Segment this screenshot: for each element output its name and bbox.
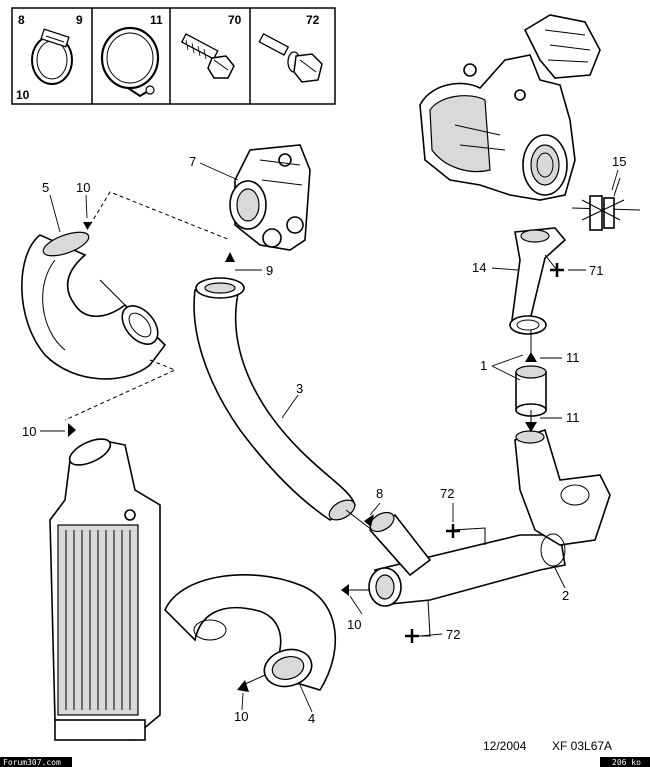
callout-labels: 7 5 10 9 3 10 15 14 71 1 11 11 8 72 2 10… bbox=[22, 154, 626, 726]
callout-11-bottom: 11 bbox=[566, 410, 580, 425]
callout-8: 8 bbox=[376, 486, 383, 501]
nut-bolt-icon bbox=[258, 33, 323, 83]
intercooler bbox=[49, 438, 161, 741]
callout-72-bottom: 72 bbox=[446, 627, 460, 642]
part-14-pipe bbox=[509, 227, 567, 335]
parts-header-table: 8 9 10 11 70 72 bbox=[11, 7, 336, 105]
part-1-sleeve bbox=[515, 365, 547, 417]
screw-icon bbox=[180, 33, 235, 79]
plus-72-bottom bbox=[405, 629, 419, 643]
spring-clamp-icon bbox=[100, 26, 160, 98]
plus-72-top bbox=[446, 524, 460, 538]
header-label-11: 11 bbox=[150, 13, 163, 27]
header-label-72: 72 bbox=[306, 13, 320, 27]
part-5-hose bbox=[21, 231, 167, 380]
callout-9: 9 bbox=[266, 263, 273, 278]
arrow-8 bbox=[364, 514, 374, 527]
watermark-right-bg bbox=[600, 757, 650, 767]
arrow-11-bottom bbox=[525, 422, 537, 432]
watermark-left: Forum307.com bbox=[3, 758, 61, 767]
arrow-10-mid bbox=[341, 584, 349, 596]
footer-date: 12/2004 bbox=[483, 739, 527, 753]
arrow-10-top bbox=[83, 222, 92, 230]
header-label-8: 8 bbox=[18, 13, 25, 27]
leader-lines bbox=[40, 162, 619, 713]
part-15-bracket bbox=[571, 177, 641, 231]
arrow-markers bbox=[68, 222, 564, 692]
footer-ref: XF 03L67A bbox=[552, 739, 612, 753]
plus-71 bbox=[550, 263, 564, 277]
callout-7: 7 bbox=[189, 154, 196, 169]
footer: 12/2004 XF 03L67A Forum307.com 206 ko bbox=[0, 739, 650, 767]
header-label-10: 10 bbox=[16, 88, 30, 102]
callout-71: 71 bbox=[589, 263, 603, 278]
worm-clamp-icon bbox=[31, 28, 73, 85]
callout-3: 3 bbox=[296, 381, 303, 396]
part-7-throttle-body bbox=[229, 144, 311, 251]
callout-72-top: 72 bbox=[440, 486, 454, 501]
arrow-10-bottom bbox=[237, 680, 249, 692]
arrow-10-left bbox=[68, 423, 76, 437]
callout-5: 5 bbox=[42, 180, 49, 195]
turbocharger bbox=[419, 14, 601, 201]
callout-10-mid: 10 bbox=[347, 617, 361, 632]
header-label-70: 70 bbox=[228, 13, 242, 27]
callout-10-left: 10 bbox=[22, 424, 36, 439]
callout-4: 4 bbox=[308, 711, 315, 726]
callout-1: 1 bbox=[480, 358, 487, 373]
watermark-left-bg bbox=[0, 757, 72, 767]
callout-11-top: 11 bbox=[566, 350, 580, 365]
header-label-9: 9 bbox=[76, 13, 83, 27]
callout-10-bottom: 10 bbox=[234, 709, 248, 724]
watermark-right: 206 ko bbox=[612, 758, 641, 767]
part-2-pipe bbox=[368, 428, 611, 607]
arrow-9 bbox=[225, 252, 235, 262]
callout-14: 14 bbox=[472, 260, 486, 275]
callout-10-top: 10 bbox=[76, 180, 90, 195]
part-3-hose bbox=[193, 277, 356, 521]
callout-2: 2 bbox=[562, 588, 569, 603]
part-4-hose bbox=[164, 574, 337, 691]
arrow-11-top bbox=[525, 352, 537, 362]
callout-15: 15 bbox=[612, 154, 626, 169]
